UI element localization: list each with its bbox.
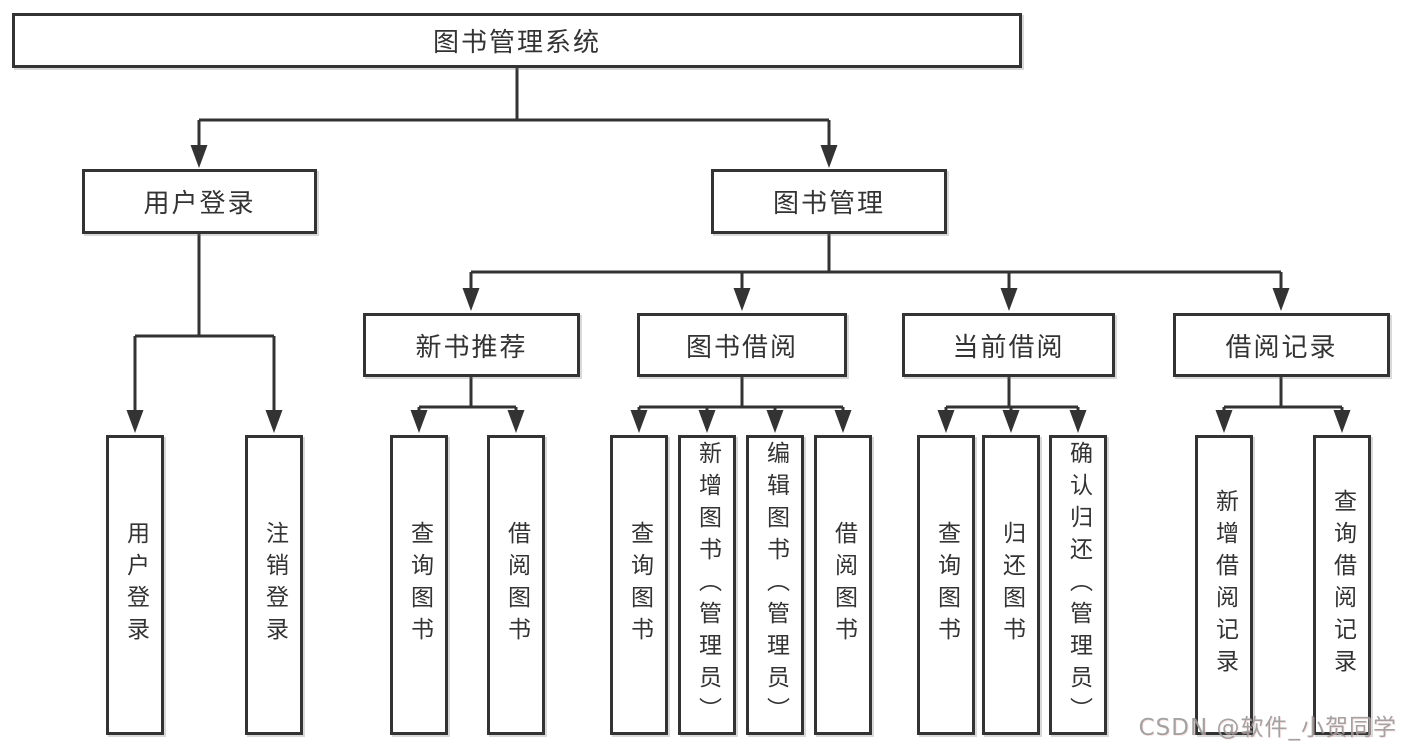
node-book-management-label: 图书管理 — [772, 189, 885, 219]
leaf-user-login-label: 用户登录 — [122, 521, 149, 649]
leaf-query-books-recommend: 查询图书 — [390, 435, 448, 735]
node-current-borrowing: 当前借阅 — [902, 313, 1115, 377]
leaf-query-borrow-record: 查询借阅记录 — [1313, 435, 1371, 735]
node-new-book-recommend-label: 新书推荐 — [415, 332, 528, 363]
leaf-edit-book-admin-label: 编辑图书（管理员） — [762, 441, 789, 729]
leaf-add-borrow-record: 新增借阅记录 — [1195, 435, 1253, 735]
leaf-query-books-current: 查询图书 — [917, 435, 975, 735]
arrowheads — [126, 145, 1351, 433]
leaf-edit-book-admin: 编辑图书（管理员） — [746, 435, 804, 735]
leaf-return-books: 归还图书 — [982, 435, 1040, 735]
leaf-borrow-books-2: 借阅图书 — [814, 435, 872, 735]
node-book-borrowing: 图书借阅 — [637, 313, 847, 377]
leaf-return-books-label: 归还图书 — [998, 521, 1025, 649]
node-user-login-label: 用户登录 — [143, 189, 256, 219]
leaf-add-book-admin-label: 新增图书（管理员） — [694, 441, 721, 729]
node-user-login: 用户登录 — [82, 169, 317, 234]
node-new-book-recommend: 新书推荐 — [363, 313, 580, 377]
node-book-borrowing-label: 图书借阅 — [685, 332, 798, 363]
node-library-system-label: 图书管理系统 — [432, 28, 601, 58]
leaf-add-book-admin: 新增图书（管理员） — [678, 435, 736, 735]
leaf-query-books-current-label: 查询图书 — [933, 521, 960, 649]
leaf-confirm-return-admin: 确认归还（管理员） — [1049, 435, 1107, 735]
node-borrowing-records: 借阅记录 — [1173, 313, 1390, 377]
leaf-borrow-books-recommend: 借阅图书 — [487, 435, 545, 735]
leaf-add-borrow-record-label: 新增借阅记录 — [1211, 489, 1238, 681]
leaf-query-borrow-record-label: 查询借阅记录 — [1329, 489, 1356, 681]
leaf-borrow-books-2-label: 借阅图书 — [830, 521, 857, 649]
leaf-confirm-return-admin-label: 确认归还（管理员） — [1065, 441, 1092, 729]
leaf-borrow-books-recommend-label: 借阅图书 — [503, 521, 530, 649]
node-book-management: 图书管理 — [711, 169, 947, 234]
node-borrowing-records-label: 借阅记录 — [1225, 332, 1338, 363]
csdn-watermark: CSDN @软件_小贺同学 — [1138, 715, 1397, 741]
leaf-query-books-borrow-label: 查询图书 — [626, 521, 653, 649]
leaf-logout-label: 注销登录 — [261, 521, 288, 649]
node-current-borrowing-label: 当前借阅 — [952, 332, 1065, 363]
leaf-logout: 注销登录 — [245, 435, 303, 735]
leaf-query-books-recommend-label: 查询图书 — [406, 521, 433, 649]
leaf-user-login: 用户登录 — [106, 435, 164, 735]
node-library-system: 图书管理系统 — [12, 13, 1022, 68]
leaf-query-books-borrow: 查询图书 — [610, 435, 668, 735]
